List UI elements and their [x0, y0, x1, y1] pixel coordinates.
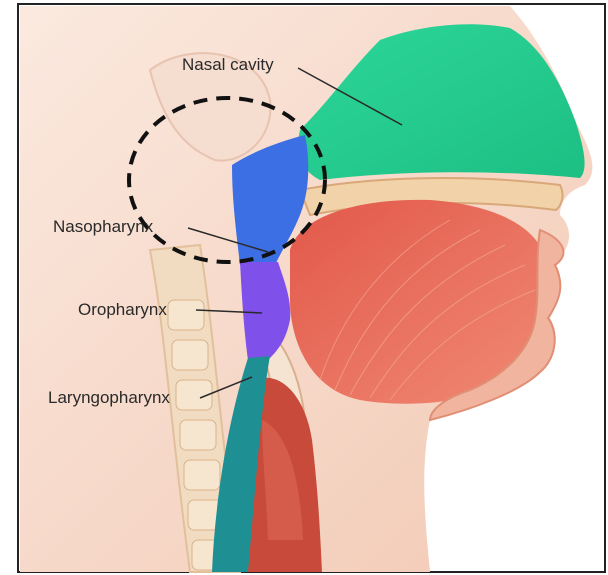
label-nasal-cavity: Nasal cavity — [182, 55, 274, 74]
label-nasopharynx: Nasopharynx — [53, 217, 154, 236]
label-oropharynx: Oropharynx — [78, 300, 167, 319]
label-laryngopharynx: Laryngopharynx — [48, 388, 170, 407]
